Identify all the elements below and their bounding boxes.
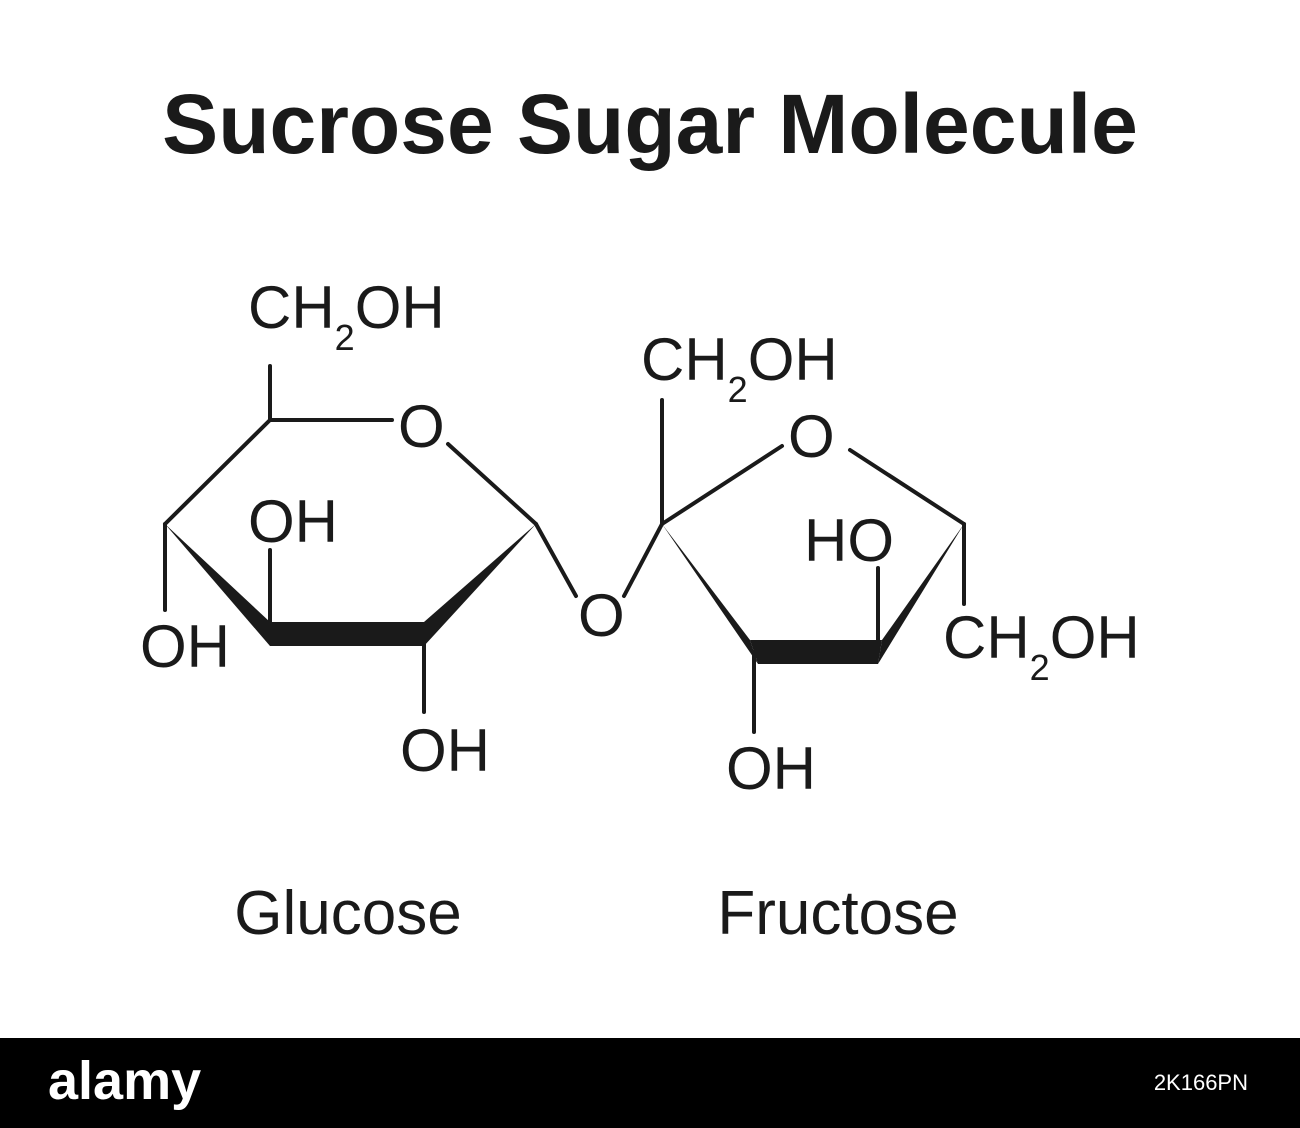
glucose-oh-inner: OH xyxy=(248,488,338,555)
fructose-ch2oh-right-label: CH2OH xyxy=(943,604,1140,688)
glucose-caption: Glucose xyxy=(234,879,461,948)
fructose-ring-oxygen: O xyxy=(788,403,835,470)
bond-fructose-c2-ringo xyxy=(660,444,784,526)
glucose-oh-bottom: OH xyxy=(400,717,490,784)
alamy-logo: alamy xyxy=(48,1051,202,1111)
bond-glucose-ringo-c1 xyxy=(446,442,538,526)
bond-glycosidic-o-fructose-c2 xyxy=(622,522,664,598)
wedge-fructose-c4-c5 xyxy=(878,524,964,664)
wedge-fructose-c3-c4 xyxy=(750,640,882,664)
glucose-ch2oh-label: CH2OH xyxy=(248,274,445,358)
image-id: 2K166PN xyxy=(1153,1070,1248,1095)
wedge-glucose-c2-c1 xyxy=(424,524,536,646)
wedge-fructose-c2-c3 xyxy=(662,524,758,664)
diagram-title: Sucrose Sugar Molecule xyxy=(162,77,1138,171)
bond-fructose-ringo-c5 xyxy=(848,448,966,526)
fructose-caption: Fructose xyxy=(717,879,958,948)
fructose-ch2oh-top-label: CH2OH xyxy=(641,326,838,410)
wedge-glucose-c3-c2 xyxy=(270,622,424,646)
glucose-ring-oxygen: O xyxy=(398,393,445,460)
sucrose-structure: CH2OH O OH OH OH O CH2OH O HO CH2OH OH G… xyxy=(140,274,1140,948)
glycosidic-oxygen: O xyxy=(578,582,625,649)
figure: Sucrose Sugar Molecule CH2OH O OH OH OH xyxy=(140,77,1140,948)
bond-glucose-c1-glycosidic-o xyxy=(534,522,578,598)
fructose-oh-bottom: OH xyxy=(726,735,816,802)
bond-glucose-c5-c4 xyxy=(163,418,272,526)
fructose-ho: HO xyxy=(804,507,894,574)
footer-bar: alamy 2K166PN xyxy=(0,1038,1300,1128)
glucose-oh-left: OH xyxy=(140,613,230,680)
wedge-glucose-c4-c3 xyxy=(165,524,270,646)
